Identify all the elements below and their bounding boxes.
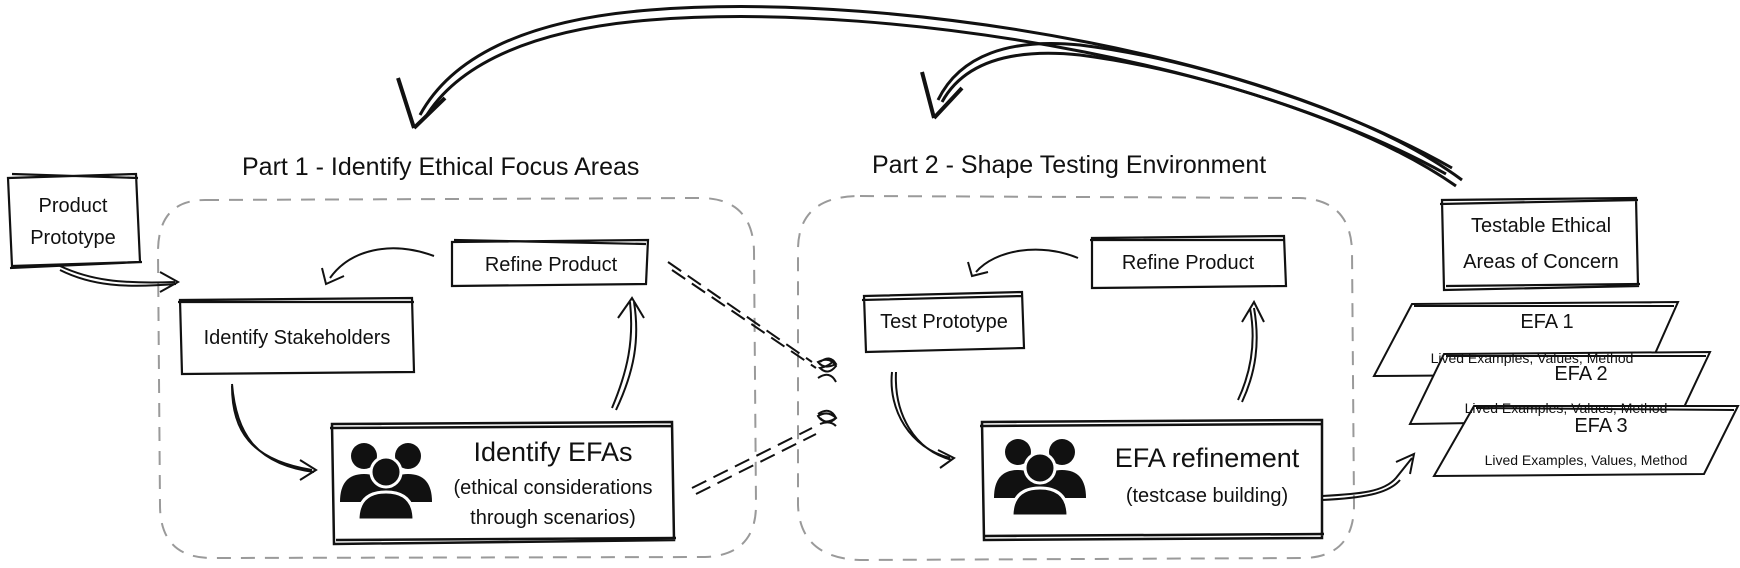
p2-refine-product-box (1090, 234, 1288, 290)
arrow-prototype-to-part1 (59, 265, 181, 293)
efa-card-1-detail: Lived Examples, Values, Method (1430, 350, 1634, 366)
identify-efas-sub1: (ethical considerations (453, 477, 653, 499)
testable-line2: Areas of Concern (1463, 251, 1619, 273)
p2-refine-product-label: Refine Product (1121, 252, 1255, 274)
scribble-top (816, 357, 838, 383)
part2-title: Part 2 - Shape Testing Environment (872, 151, 1267, 179)
scribble-bottom (816, 409, 838, 427)
feedback-arrow-part2 (920, 41, 1453, 176)
identify-stakeholders-box (178, 296, 416, 376)
test-prototype-box (861, 290, 1026, 354)
arrow-efas-to-refine (611, 296, 645, 411)
product-prototype-line2: Prototype (30, 227, 116, 249)
arrow-stakeholders-to-efas (231, 383, 318, 481)
people-icon (340, 443, 432, 522)
arrow-test-to-efa (890, 371, 956, 469)
efa-card-3-title: EFA 3 (1574, 415, 1628, 437)
arrow-efa-to-refine (1237, 299, 1265, 403)
p1-refine-product-box (450, 238, 650, 288)
efa-card-2-detail: Lived Examples, Values, Method (1464, 400, 1668, 416)
test-prototype-label: Test Prototype (880, 311, 1008, 333)
part1-container (156, 196, 758, 560)
efa-refinement-box (979, 418, 1325, 542)
product-prototype-box (6, 172, 143, 270)
arrow-refine-to-test (967, 248, 1079, 278)
dashed-connector-bottom (691, 427, 817, 495)
efa-card-2-title: EFA 2 (1554, 363, 1608, 385)
efa-card-3-detail: Lived Examples, Values, Method (1484, 452, 1688, 468)
arrow-refine-to-stakeholders (321, 247, 435, 286)
identify-stakeholders-label: Identify Stakeholders (203, 327, 391, 349)
efa-refinement-label: EFA refinement (1114, 443, 1300, 473)
identify-efas-box (329, 420, 677, 546)
product-prototype-line1: Product (38, 195, 108, 217)
testable-line1: Testable Ethical (1470, 215, 1612, 237)
efa-card-3 (1432, 405, 1740, 478)
dashed-connector-top (667, 261, 817, 369)
arrow-to-efa-cards (1321, 452, 1416, 501)
identify-efas-label: Identify EFAs (473, 437, 633, 467)
p1-refine-product-label: Refine Product (484, 254, 618, 276)
testable-box (1439, 196, 1641, 292)
efa-card-1-title: EFA 1 (1520, 311, 1574, 333)
part2-container (797, 194, 1356, 562)
identify-efas-sub2: through scenarios) (470, 507, 636, 529)
part1-title: Part 1 - Identify Ethical Focus Areas (242, 153, 640, 181)
efa-refinement-sub: (testcase building) (1125, 485, 1289, 507)
people-icon (994, 439, 1086, 518)
